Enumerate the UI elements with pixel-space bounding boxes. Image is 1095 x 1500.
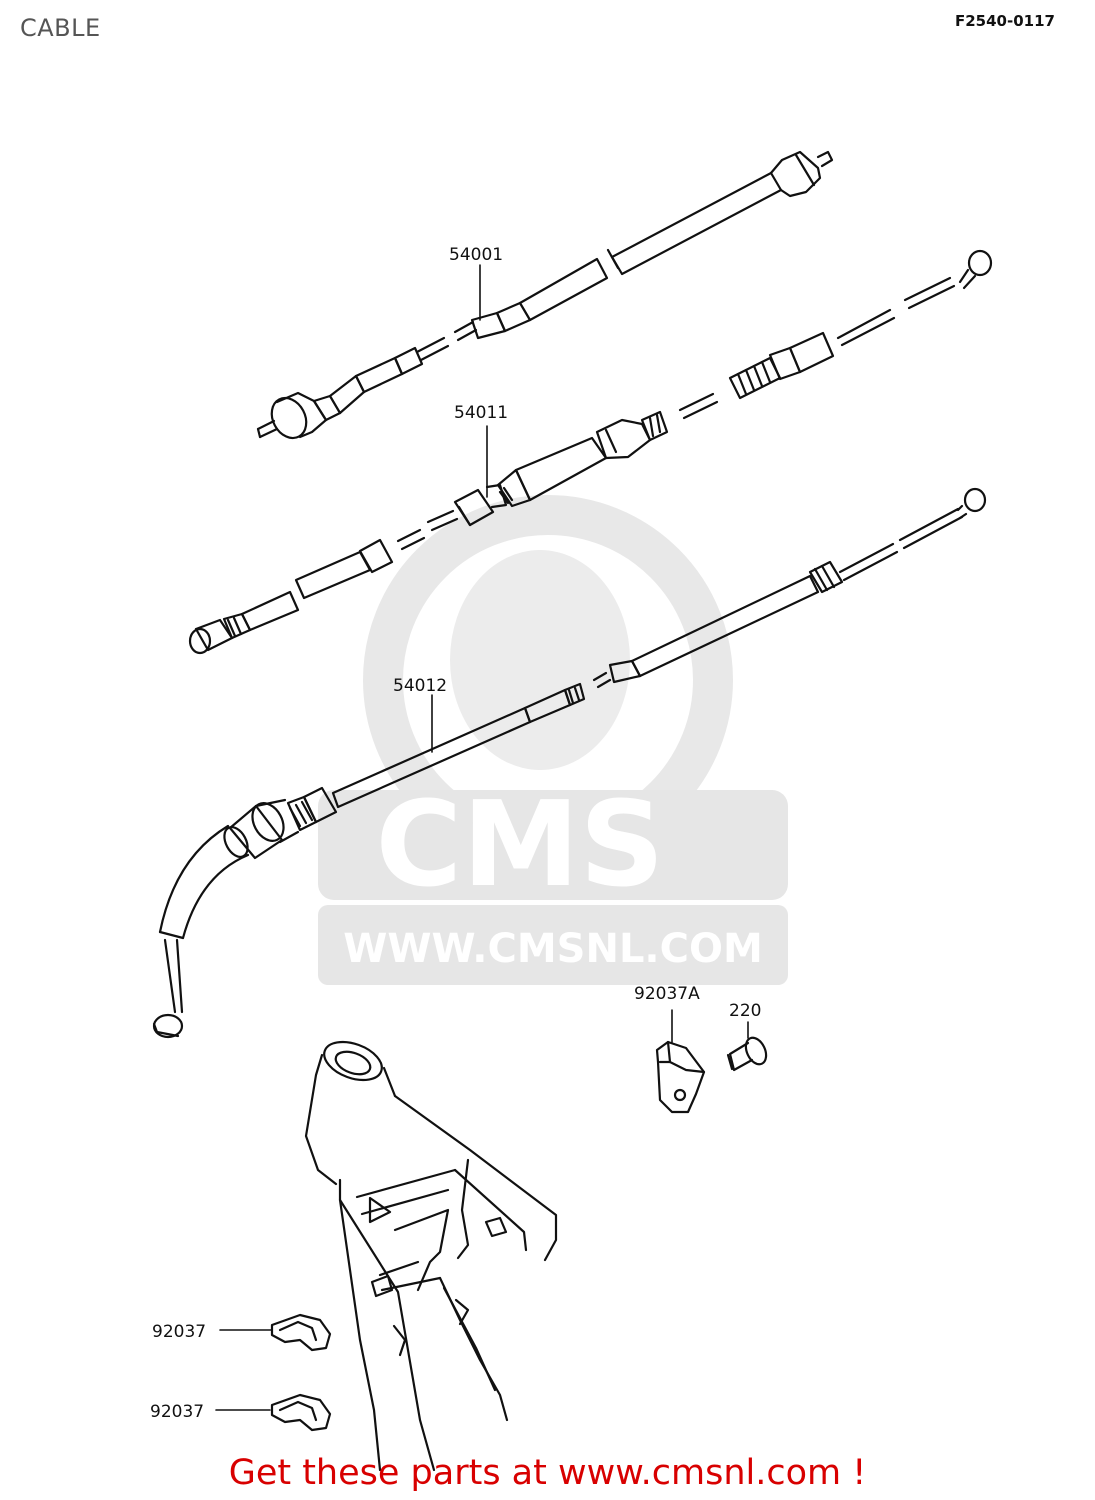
diagram-code: F2540-0117 <box>955 12 1055 30</box>
part-label-54001[interactable]: 54001 <box>449 245 503 265</box>
watermark-brand: CMS <box>375 775 664 913</box>
part-label-220[interactable]: 220 <box>729 1001 761 1021</box>
watermark-url: WWW.CMSNL.COM <box>343 926 763 972</box>
clamp-92037-upper <box>270 1313 332 1352</box>
bolt-220 <box>726 1036 768 1072</box>
clutch-cable-54011 <box>188 249 993 655</box>
part-label-54011[interactable]: 54011 <box>454 403 508 423</box>
part-label-92037A[interactable]: 92037A <box>634 984 700 1004</box>
clamp-92037-lower <box>270 1393 332 1432</box>
leader-lines <box>215 264 749 1411</box>
speedometer-cable-54001 <box>256 150 834 440</box>
cms-watermark: CMS WWW.CMSNL.COM <box>318 495 788 985</box>
footer-cta-link[interactable]: Get these parts at www.cmsnl.com ! <box>228 1453 867 1493</box>
throttle-cable-54012 <box>152 487 987 1039</box>
part-label-92037-upper[interactable]: 92037 <box>152 1322 206 1342</box>
part-label-92037-lower[interactable]: 92037 <box>150 1402 204 1422</box>
bracket-92037A <box>655 1040 706 1114</box>
page-title: CABLE <box>20 14 101 42</box>
frame-head-tube <box>304 1040 558 1472</box>
part-label-54012[interactable]: 54012 <box>393 676 447 696</box>
